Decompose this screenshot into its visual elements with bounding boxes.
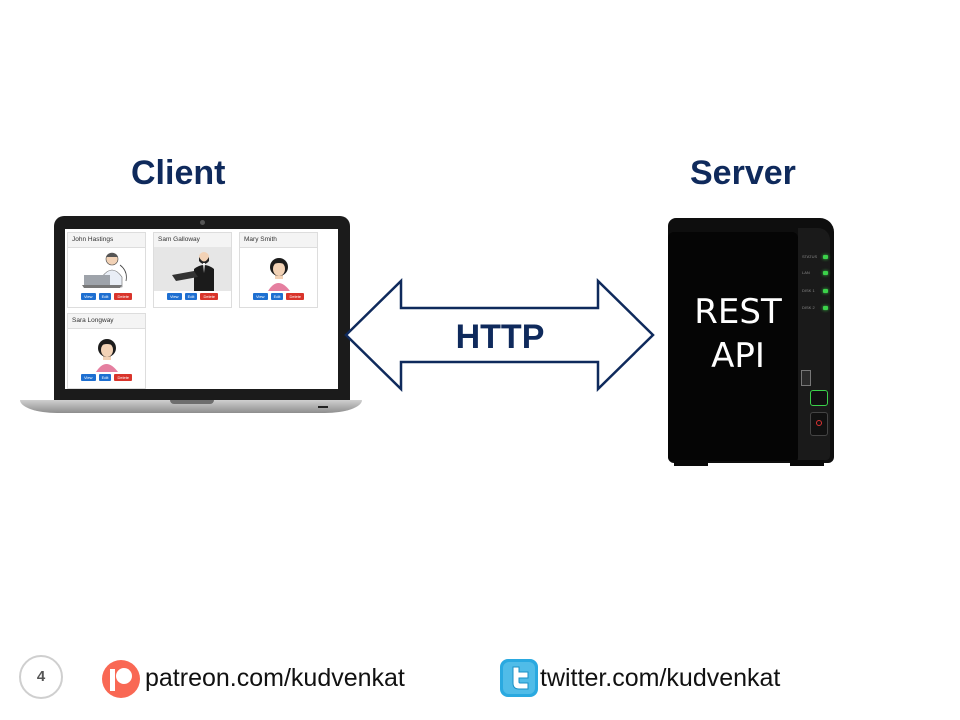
user-card-name: Sara Longway [68,314,145,329]
disk1-led: DISK 1 [802,288,830,294]
patreon-icon [102,660,140,698]
rest-api-label: REST API [668,290,808,378]
power-button-icon [810,412,828,436]
laptop-indicator [318,406,328,408]
bidirectional-arrow [344,278,655,392]
user-card-name: John Hastings [68,233,145,248]
laptop-base [20,400,362,413]
patreon-link[interactable]: patreon.com/kudvenkat [145,664,405,692]
server-heading: Server [690,154,796,192]
server-front-panel [668,232,798,461]
server-illustration: STATUS LAN DISK 1 DISK 2 REST API [668,218,834,466]
disk2-led: DISK 2 [802,305,830,311]
man-with-laptop-icon [154,247,231,291]
edit-button[interactable]: Edit [270,293,284,300]
delete-button[interactable]: Delete [114,293,133,300]
view-button[interactable]: View [252,293,268,300]
usb-port-icon [801,370,811,386]
delete-button[interactable]: Delete [114,374,133,381]
user-card-name: Mary Smith [240,233,317,248]
http-label: HTTP [455,318,545,356]
server-foot [674,460,708,466]
woman-avatar-icon [96,339,118,372]
api-label: API [711,336,765,376]
laptop-notch [170,400,214,404]
twitter-icon [500,659,538,697]
edit-button[interactable]: Edit [98,374,112,381]
view-button[interactable]: View [80,374,96,381]
copy-button-icon [810,390,828,406]
user-card-name: Sam Galloway [154,233,231,248]
camera-icon [200,220,205,225]
man-at-laptop-icon [82,252,127,288]
status-led: STATUS [802,254,830,260]
edit-button[interactable]: Edit [184,293,198,300]
delete-button[interactable]: Delete [200,293,219,300]
client-heading: Client [131,154,226,192]
view-button[interactable]: View [166,293,182,300]
edit-button[interactable]: Edit [98,293,112,300]
rest-label: REST [694,292,782,332]
twitter-link[interactable]: twitter.com/kudvenkat [540,664,781,692]
slide-number: 4 [19,655,63,699]
lan-led: LAN [802,270,830,276]
delete-button[interactable]: Delete [286,293,305,300]
woman-avatar-icon [268,258,290,291]
server-foot [790,460,824,466]
view-button[interactable]: View [80,293,96,300]
